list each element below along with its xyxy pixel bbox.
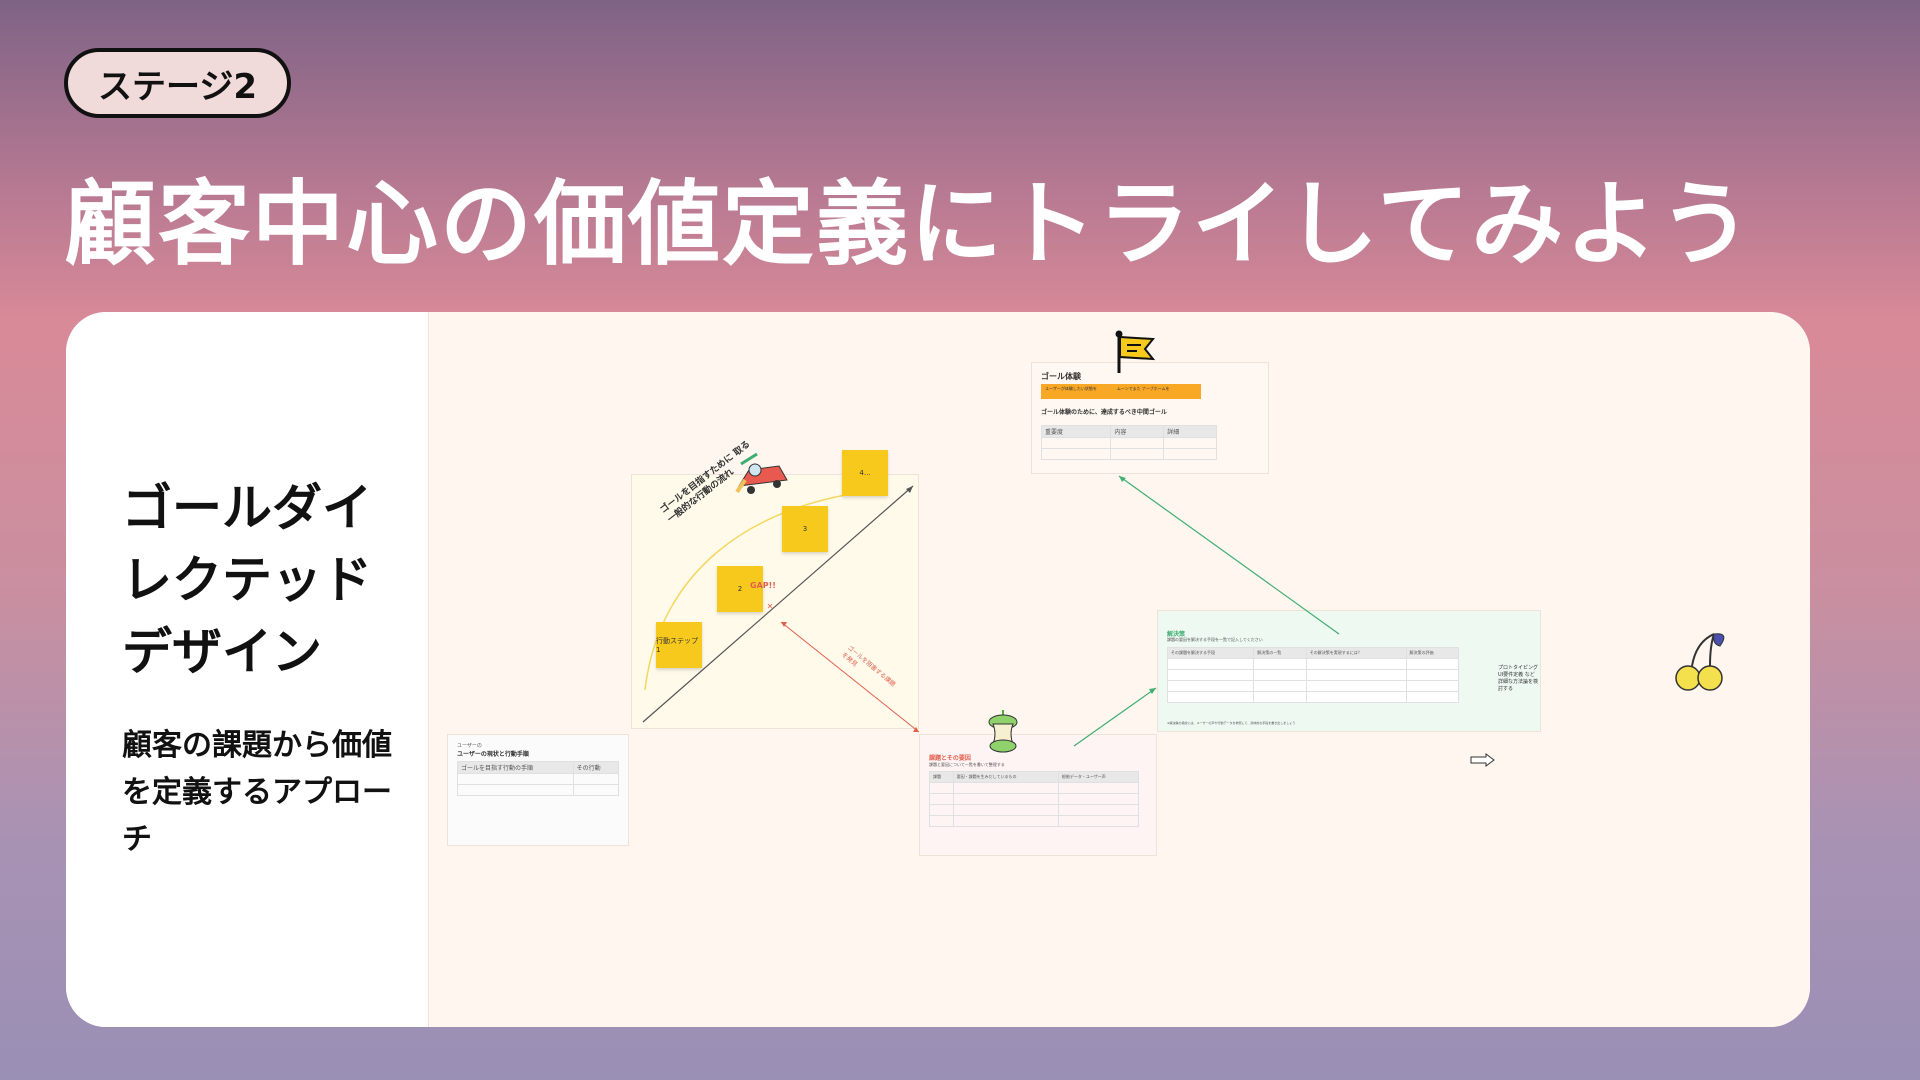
flag-icon — [1115, 330, 1156, 373]
goal-frame-subtitle: ゴール体験のために、達成するべき中間ゴール — [1041, 409, 1167, 416]
method-description: 顧客の課題から価値を定義するアプローチ — [122, 728, 392, 857]
user-frame: ユーザーの ユーザーの現状と行動手順 ゴールを目指す行動の手順その行動 — [447, 734, 629, 846]
method-panel: ゴールダイレクテッドデザイン 顧客の課題から価値を定義するアプローチ — [66, 312, 428, 1027]
goal-orange-bar: ユーザーが体験したい状態を ムーンでまた ナーブホームを — [1041, 384, 1201, 399]
solution-frame: 解決策 課題の要因を解決する手段を一覧で記入してください その課題を解決する手段… — [1157, 610, 1541, 732]
method-title: ゴールダイレクテッドデザイン — [122, 479, 372, 681]
whiteboard-screenshot: ゴール体験 ユーザーが体験したい状態を ムーンでまた ナーブホームを ゴール体験… — [428, 312, 1810, 1027]
cherry-icon — [1675, 633, 1725, 691]
step-sticky-1: 行動ステップ1 — [656, 622, 702, 668]
page-title: 顧客中心の価値定義にトライしてみよう — [64, 171, 1754, 278]
flow-diagonal-line — [642, 485, 914, 723]
user-frame-label: ユーザーの — [457, 743, 482, 749]
step-sticky-3: 3 — [782, 506, 828, 552]
prototype-label: プロトタイピング UI要件定義 など詳細な方法論を検討する — [1498, 665, 1539, 692]
outline-arrow-icon — [1470, 753, 1495, 767]
issue-frame-subtitle: 課題と要因について一覧を書いて整理する — [929, 762, 1005, 767]
issue-frame: 課題とその要因 課題と要因について一覧を書いて整理する 課題要因・課題を生みだし… — [919, 734, 1157, 856]
solution-table: その課題を解決する手段解決策の一覧その解決策を実現するには？解決策の評価 — [1166, 647, 1460, 703]
user-table: ゴールを目指す行動の手順その行動 — [457, 761, 620, 796]
svg-text:✕: ✕ — [767, 602, 774, 611]
content-card: ゴールダイレクテッドデザイン 顧客の課題から価値を定義するアプローチ ゴール体験… — [66, 312, 1810, 1027]
solution-arrow — [1073, 687, 1157, 747]
stage-badge: ステージ2 — [64, 48, 291, 118]
car-icon — [735, 452, 788, 494]
goal-table: 重要度内容詳細 — [1040, 425, 1217, 460]
solution-frame-subtitle: 課題の要因を解決する手段を一覧で記入してください — [1167, 637, 1263, 642]
step-sticky-4: 4... — [842, 450, 888, 496]
user-frame-title: ユーザーの現状と行動手順 — [457, 751, 529, 758]
flow-curve — [644, 489, 880, 691]
issue-frame-title: 課題とその要因 — [929, 755, 971, 762]
goal-arrow — [1118, 475, 1340, 635]
issue-table: 課題要因・課題を生みだしているもの根拠データ・ユーザー声 — [929, 771, 1140, 827]
gap-label: GAP!! — [750, 581, 776, 590]
step-sticky-2: 2 — [717, 566, 763, 612]
solution-frame-title: 解決策 — [1167, 631, 1186, 638]
connector-layer: ✕ — [642, 475, 1340, 747]
gap-arrow — [780, 621, 920, 733]
apple-core-icon — [988, 710, 1018, 753]
goal-frame-title: ゴール体験 — [1041, 372, 1081, 381]
goal-frame: ゴール体験 ユーザーが体験したい状態を ムーンでまた ナーブホームを ゴール体験… — [1031, 362, 1269, 474]
solution-footnote: ※解決策の検討には、ユーザーの声や行動データを参照して、具体的な手段を書き出しま… — [1167, 721, 1296, 725]
